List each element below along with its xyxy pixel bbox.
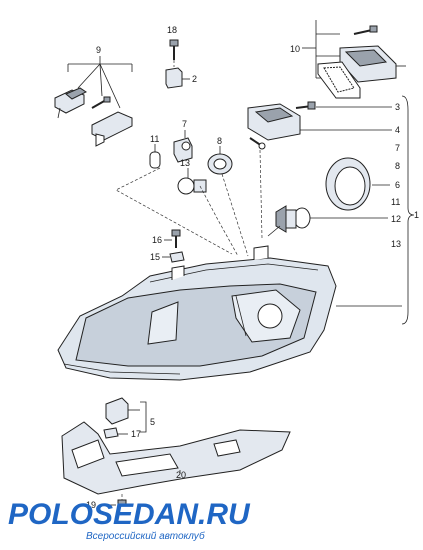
cover-10	[339, 45, 406, 83]
clip-17	[103, 427, 128, 439]
callout-13-right: 13	[391, 239, 401, 249]
bezel-ring-6	[325, 157, 390, 211]
callout-11-right: 11	[391, 197, 400, 207]
bracket-5	[105, 397, 140, 425]
screw-16	[171, 229, 181, 248]
adjuster-motor-4	[247, 103, 301, 150]
screw-10a	[353, 25, 378, 35]
carrier-20	[61, 421, 291, 495]
clip-15	[169, 251, 185, 263]
callout-3: 3	[395, 102, 400, 112]
callout-5: 5	[150, 417, 155, 427]
callout-brace-1	[401, 95, 415, 325]
gasket-10	[317, 61, 361, 99]
bulb-11	[149, 144, 161, 169]
callout-1: 1	[414, 210, 419, 220]
callout-20: 20	[176, 470, 186, 480]
callout-11: 11	[150, 134, 159, 144]
callout-12: 12	[391, 214, 401, 224]
callout-10: 10	[290, 44, 300, 54]
callout-13: 13	[180, 158, 190, 168]
callout-7: 7	[395, 143, 400, 153]
callout-bracket-9	[67, 56, 133, 109]
socket-7	[173, 130, 193, 163]
callout-19: 19	[86, 500, 96, 510]
screw-18	[169, 39, 179, 67]
callout-17: 17	[131, 429, 141, 439]
screw-9b	[91, 96, 111, 109]
callout-2: 2	[192, 74, 197, 84]
headlamp-assembly	[57, 245, 402, 381]
callout-6: 6	[395, 180, 400, 190]
callout-9: 9	[96, 45, 101, 55]
callout-8: 8	[217, 136, 222, 146]
screw-19	[104, 494, 127, 507]
callout-4: 4	[395, 125, 400, 135]
screw-3	[295, 101, 316, 110]
callout-7-top: 7	[182, 119, 187, 129]
polosedan-logo: POLOSEDAN.RU Всероссийский автоклуб	[8, 500, 268, 546]
callout-bracket-5	[140, 401, 147, 433]
bracket-9a	[54, 87, 87, 119]
nut-2	[165, 67, 190, 89]
logo-text: POLOSEDAN.RU	[8, 498, 250, 531]
callout-18: 18	[167, 25, 177, 35]
bulb-socket-8	[207, 146, 233, 175]
bulb-12	[267, 205, 388, 237]
callout-15: 15	[150, 252, 160, 262]
callout-8-right: 8	[395, 161, 400, 171]
logo-tagline: Всероссийский автоклуб	[86, 531, 205, 542]
bulb-13	[177, 168, 207, 195]
bracket-9c	[91, 111, 133, 147]
callout-16: 16	[152, 235, 162, 245]
